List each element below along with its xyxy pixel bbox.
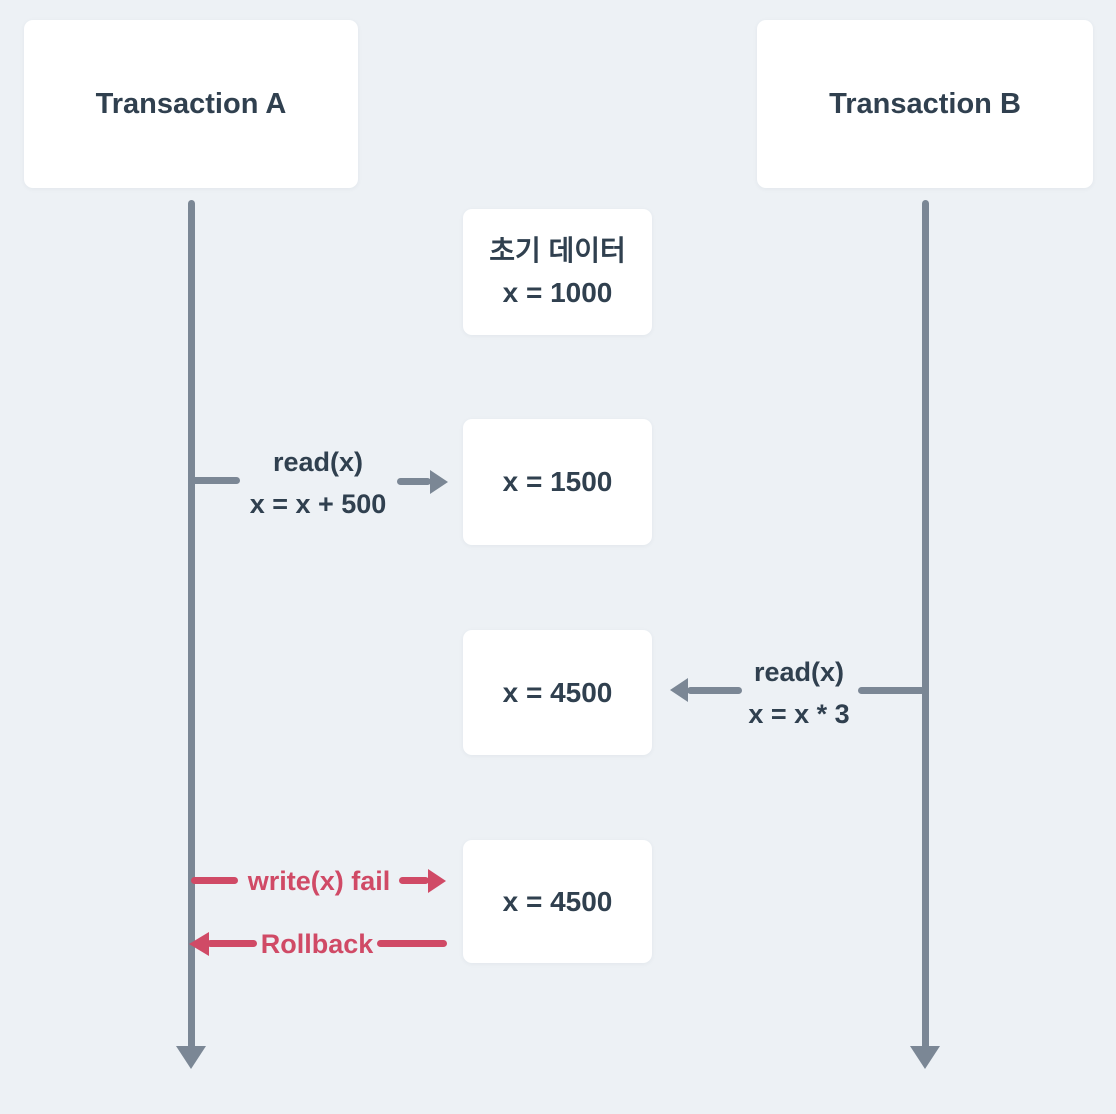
- data-box-line: 초기 데이터: [489, 235, 626, 266]
- data-box-x-1500: x = 1500: [463, 419, 652, 545]
- write-fail-arrow-tail: [191, 877, 238, 884]
- timeline-b-tick: [858, 687, 925, 694]
- read-b-label-line1: read(x): [753, 657, 845, 687]
- data-box-line: x = 4500: [502, 676, 613, 708]
- write-fail-label: write(x) fail: [247, 865, 391, 896]
- timeline-a-arrow-down-icon: [176, 1046, 206, 1069]
- data-box-line: x = 4500: [502, 885, 613, 917]
- read-a-label: read(x) x = x + 500: [228, 441, 408, 525]
- rollback-arrow-left-icon: [189, 932, 209, 956]
- transaction-b-box: Transaction B: [757, 20, 1093, 188]
- data-box-initial: 초기 데이터 x = 1000: [463, 209, 652, 335]
- timeline-b-line: [922, 200, 929, 1050]
- write-fail-arrow-right-icon: [428, 869, 446, 893]
- transaction-a-label: Transaction A: [95, 87, 287, 120]
- timeline-a-line: [188, 200, 195, 1050]
- rollback-arrow-tail: [377, 940, 447, 947]
- read-a-arrow-right-icon: [430, 470, 448, 494]
- rollback-arrow-shaft: [207, 940, 257, 947]
- read-b-label-line2: x = x * 3: [748, 699, 850, 729]
- timeline-a-tick: [191, 477, 240, 484]
- transaction-b-label: Transaction B: [829, 87, 1021, 120]
- data-box-x-4500-read: x = 4500: [463, 630, 652, 755]
- timeline-b-arrow-down-icon: [910, 1046, 940, 1069]
- read-b-arrow-shaft: [687, 687, 742, 694]
- read-a-label-line1: read(x): [272, 447, 364, 477]
- read-b-arrow-left-icon: [670, 678, 688, 702]
- write-fail-arrow-shaft: [399, 877, 429, 884]
- transaction-a-box: Transaction A: [24, 20, 358, 188]
- data-box-line: x = 1000: [502, 277, 613, 308]
- data-box-x-4500-final: x = 4500: [463, 840, 652, 963]
- read-b-label: read(x) x = x * 3: [709, 651, 889, 735]
- read-a-arrow-shaft: [397, 478, 431, 485]
- rollback-label: Rollback: [260, 928, 374, 959]
- read-a-label-line2: x = x + 500: [249, 489, 387, 519]
- data-box-line: x = 1500: [502, 466, 613, 497]
